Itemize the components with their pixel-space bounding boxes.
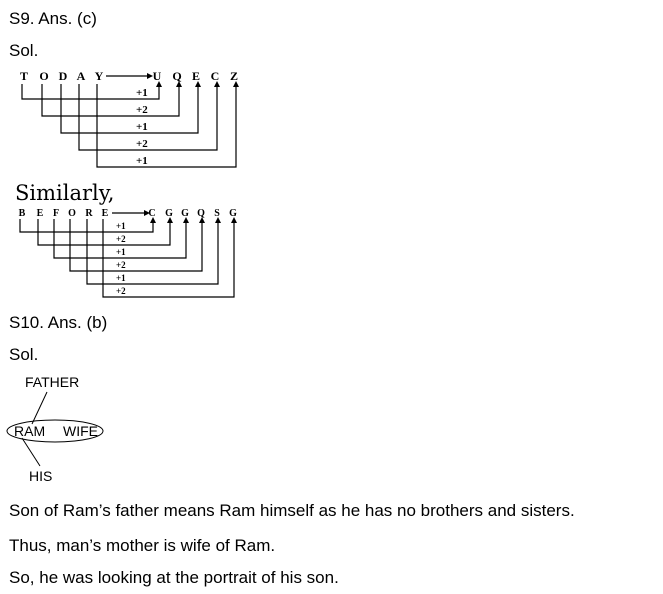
source-letter: E <box>102 208 109 219</box>
connector-line <box>78 81 220 151</box>
source-letter: D <box>59 69 68 83</box>
connector-line <box>53 217 189 259</box>
source-letter: A <box>77 69 86 83</box>
connector-line <box>41 81 182 117</box>
connector-line <box>102 217 237 298</box>
increment-label: +2 <box>136 104 148 116</box>
s10-heading: S10. Ans. (b) <box>9 313 108 332</box>
ram-label: RAM <box>14 423 45 439</box>
increment-label: +1 <box>136 121 148 133</box>
connector-line <box>21 81 162 100</box>
his-label: HIS <box>29 468 52 484</box>
target-letter: Q <box>197 208 205 219</box>
increment-label: +2 <box>116 286 126 296</box>
target-letter: G <box>181 208 189 219</box>
wife-label: WIFE <box>63 423 98 439</box>
connector-line <box>37 217 173 246</box>
s9-heading: S9. Ans. (c) <box>9 9 97 28</box>
increment-label: +1 <box>136 155 148 167</box>
target-letter: C <box>211 69 220 83</box>
target-letter: Q <box>172 69 181 83</box>
target-letter: G <box>165 208 173 219</box>
source-letter: T <box>20 69 28 83</box>
target-letter: E <box>192 69 200 83</box>
couple-ellipse <box>6 419 104 443</box>
increment-label: +2 <box>116 234 126 244</box>
target-letter: S <box>214 208 220 219</box>
father-label: FATHER <box>25 374 79 390</box>
explanation-line-3: So, he was looking at the portrait of hi… <box>9 568 339 587</box>
similarly-label: Similarly, <box>15 181 114 205</box>
source-letter: R <box>85 208 93 219</box>
increment-label: +1 <box>136 87 148 99</box>
explanation-line-2: Thus, man’s mother is wife of Ram. <box>9 536 276 555</box>
source-letter: F <box>53 208 59 219</box>
increment-label: +1 <box>116 273 126 283</box>
target-letter: C <box>148 208 155 219</box>
connector-line <box>86 217 221 285</box>
increment-label: +2 <box>116 260 126 270</box>
connector-line <box>69 217 205 272</box>
target-letter: Z <box>230 69 238 83</box>
connector-line <box>96 81 239 168</box>
father-link-line <box>31 391 48 425</box>
increment-label: +1 <box>116 221 126 231</box>
family-diagram: FATHER RAM WIFE HIS <box>6 374 104 484</box>
connector-line <box>60 81 201 134</box>
his-link-line <box>21 437 41 467</box>
s9-sol-label: Sol. <box>9 41 39 60</box>
increment-label: +2 <box>136 138 148 150</box>
increment-label: +1 <box>116 247 126 257</box>
source-letter: B <box>19 208 26 219</box>
s10-sol-label: Sol. <box>9 345 39 364</box>
target-letter: U <box>153 69 162 83</box>
source-letter: E <box>37 208 44 219</box>
source-letter: O <box>39 69 48 83</box>
source-letter: O <box>68 208 76 219</box>
source-letter: Y <box>95 69 104 83</box>
explanation-line-1: Son of Ram’s father means Ram himself as… <box>9 501 575 520</box>
target-letter: G <box>229 208 237 219</box>
